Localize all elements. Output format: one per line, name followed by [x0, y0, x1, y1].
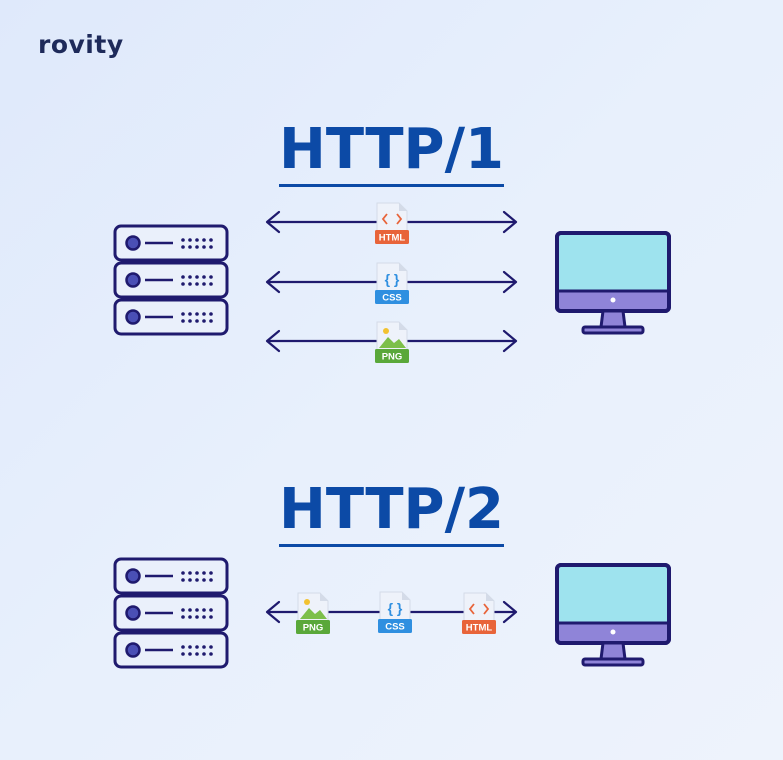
http2-html-label: HTML — [466, 623, 493, 634]
http1-css-label: CSS — [382, 293, 402, 304]
http1-monitor-icon — [555, 231, 671, 335]
braces-glyph: { } — [388, 600, 403, 616]
http1-title: HTTP/1 — [0, 122, 783, 187]
http2-server-icon — [113, 557, 229, 669]
http1-html-label: HTML — [379, 233, 406, 244]
http2-png-file-icon: PNG — [296, 592, 330, 634]
http2-css-file-icon: { } CSS — [378, 591, 412, 633]
http1-png-label: PNG — [382, 352, 403, 363]
http1-png-file-icon: PNG — [375, 321, 409, 363]
http2-monitor-icon — [555, 563, 671, 667]
http1-html-file-icon: HTML — [375, 202, 409, 244]
http1-css-file-icon: { } CSS — [375, 262, 409, 304]
http2-html-file-icon: HTML — [462, 592, 496, 634]
logo: rovity — [38, 30, 124, 59]
http2-title: HTTP/2 — [0, 482, 783, 547]
http1-server-icon — [113, 224, 229, 336]
http2-css-label: CSS — [385, 622, 405, 633]
braces-glyph: { } — [385, 271, 400, 287]
http2-png-label: PNG — [303, 623, 324, 634]
